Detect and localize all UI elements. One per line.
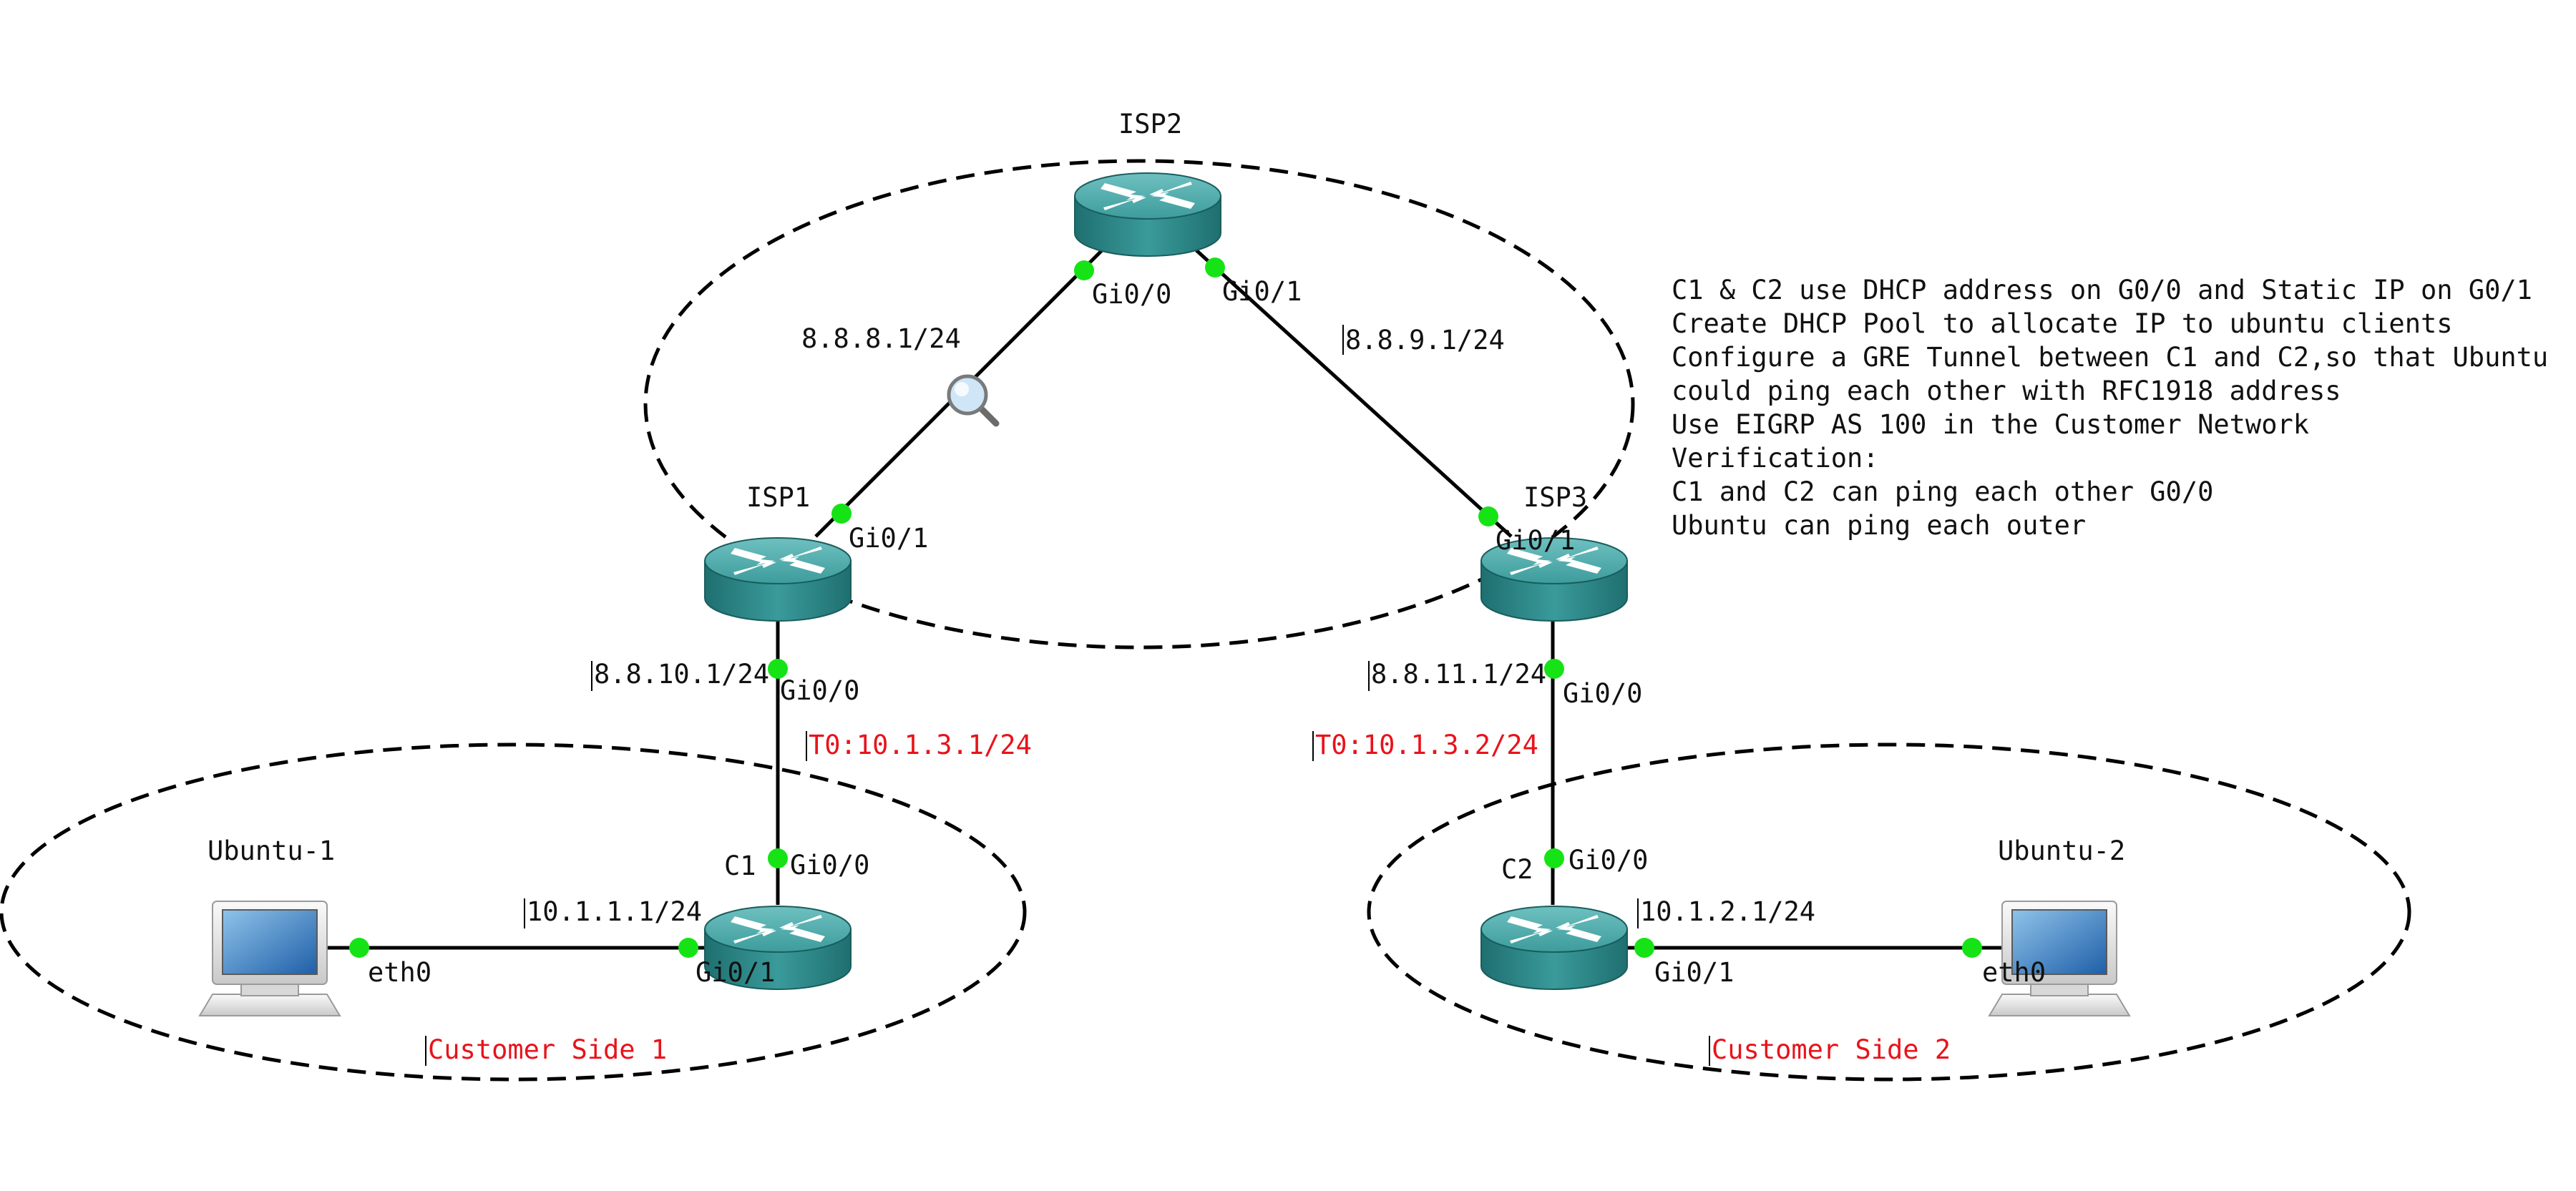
ubuntu1-eth0-port-dot (349, 938, 369, 958)
customer-zone-1-ellipse (0, 742, 1027, 1082)
note-line: Verification: (1672, 443, 1879, 474)
c2-router-icon[interactable] (1480, 906, 1628, 990)
c1-lan-address-label: 10.1.1.1/24 (527, 896, 702, 927)
note-line: could ping each other with RFC1918 addre… (1672, 376, 2341, 406)
c1-tunnel-label: T0:10.1.3.1/24 (809, 730, 1032, 760)
c2-gi00-label: Gi0/0 (1568, 845, 1648, 876)
c2-tunnel-label: T0:10.1.3.2/24 (1315, 730, 1538, 760)
customer-side-1-label: Customer Side 1 (428, 1034, 667, 1065)
isp1-gi01-label: Gi0/1 (849, 523, 928, 554)
c2-gi01-label: Gi0/1 (1654, 957, 1734, 988)
isp2-gi01-port-dot (1205, 258, 1225, 278)
c1-name-label: C1 (724, 851, 756, 881)
magnifier-icon[interactable] (947, 374, 1000, 427)
ubuntu2-eth0-port-dot (1962, 938, 1982, 958)
isp1-gi00-port-dot (768, 659, 788, 679)
c1-gi01-port-dot (678, 938, 698, 958)
isp2-gi00-port-dot (1074, 260, 1094, 280)
isp2-name-label: ISP2 (1118, 109, 1182, 139)
isp1-router-icon[interactable] (704, 537, 852, 622)
isp1-name-label: ISP1 (746, 482, 810, 513)
ubuntu-1-computer-icon[interactable] (199, 901, 341, 1016)
isp3-gi00-port-dot (1544, 659, 1564, 679)
note-line: Ubuntu can ping each outer (1672, 510, 2086, 541)
note-line: C1 and C2 can ping each other G0/0 (1672, 476, 2213, 507)
c2-lan-address-label: 10.1.2.1/24 (1640, 896, 1815, 927)
note-line: C1 & C2 use DHCP address on G0/0 and Sta… (1672, 275, 2532, 305)
note-line: Configure a GRE Tunnel between C1 and C2… (1672, 342, 2548, 373)
isp3-gi00-label: Gi0/0 (1563, 678, 1642, 709)
customer-zone-2-ellipse (1367, 742, 2411, 1082)
c1-gi00-port-dot (768, 848, 788, 868)
isp1-c1-address-label: 8.8.10.1/24 (594, 659, 769, 690)
isp3-gi01-port-dot (1478, 506, 1498, 526)
ubuntu-2-name-label: Ubuntu-2 (1998, 835, 2125, 866)
c1-gi00-label: Gi0/0 (790, 850, 869, 881)
isp2-isp1-address-label: 8.8.8.1/24 (801, 323, 961, 354)
note-line: Create DHCP Pool to allocate IP to ubunt… (1672, 308, 2453, 339)
isp1-gi01-port-dot (831, 504, 852, 524)
link-isp2-isp3 (1195, 249, 1513, 538)
ubuntu-1-name-label: Ubuntu-1 (208, 835, 335, 866)
note-line: Use EIGRP AS 100 in the Customer Network (1672, 409, 2309, 440)
isp1-gi00-label: Gi0/0 (780, 675, 859, 706)
isp3-name-label: ISP3 (1523, 482, 1587, 513)
c1-gi01-label: Gi0/1 (696, 957, 775, 988)
ubuntu2-eth0-label: eth0 (1982, 957, 2046, 988)
isp2-router-icon[interactable] (1074, 172, 1221, 257)
c2-gi00-port-dot (1544, 848, 1564, 868)
isp2-gi00-label: Gi0/0 (1092, 279, 1171, 310)
isp-zone-ellipse (643, 159, 1635, 650)
isp3-c2-address-label: 8.8.11.1/24 (1371, 659, 1546, 690)
isp2-isp3-address-label: 8.8.9.1/24 (1345, 325, 1505, 356)
isp2-gi01-label: Gi0/1 (1222, 276, 1302, 307)
c2-gi01-port-dot (1634, 938, 1654, 958)
isp3-gi01-label: Gi0/1 (1496, 525, 1575, 556)
ubuntu1-eth0-label: eth0 (368, 957, 431, 988)
instructions-note: C1 & C2 use DHCP address on G0/0 and Sta… (1672, 275, 2548, 541)
c2-name-label: C2 (1501, 854, 1533, 885)
customer-side-2-label: Customer Side 2 (1712, 1034, 1951, 1065)
